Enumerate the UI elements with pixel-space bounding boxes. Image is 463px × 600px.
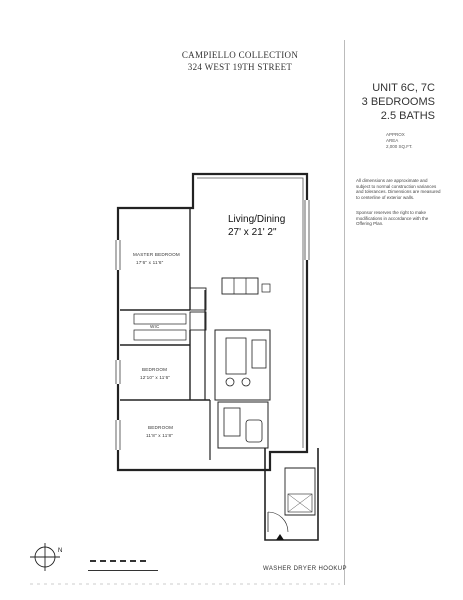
living-dining-dimensions: 27' x 21' 2" bbox=[228, 227, 277, 238]
area-label-2: AREA bbox=[386, 138, 399, 143]
washer-dryer-legend: WASHER DRYER HOOKUP bbox=[263, 566, 347, 572]
walk-in-closet-label: WIC bbox=[150, 324, 160, 329]
disclaimer-note-2: Sponsor reserves the right to make modif… bbox=[356, 210, 429, 226]
building-address: 324 WEST 19TH STREET bbox=[187, 62, 293, 72]
sheet-divider bbox=[344, 40, 345, 585]
unit-number: UNIT 6C, 7C bbox=[372, 82, 435, 94]
area-value: 2,000 SQ.FT. bbox=[386, 144, 413, 149]
collection-title: CAMPIELLO COLLECTION bbox=[181, 50, 299, 60]
master-bedroom-label: MASTER BEDROOM bbox=[133, 252, 180, 257]
area-label-1: APPROX bbox=[386, 132, 405, 137]
bedroom-3-label: BEDROOM bbox=[148, 425, 174, 430]
north-label: N bbox=[58, 548, 63, 554]
bedroom-2-label: BEDROOM bbox=[142, 367, 168, 372]
master-bedroom-dimensions: 17'6" x 11'6" bbox=[136, 260, 164, 265]
disclaimer-note-1: All dimensions are approximate and subje… bbox=[356, 178, 441, 200]
bedroom-3-dimensions: 11'8" x 11'8" bbox=[146, 433, 174, 438]
living-dining-label: Living/Dining bbox=[228, 214, 286, 225]
bedroom-count: 3 BEDROOMS bbox=[361, 96, 435, 108]
bath-count: 2.5 BATHS bbox=[380, 110, 435, 122]
bedroom-2-dimensions: 12'10" x 11'6" bbox=[140, 375, 171, 380]
